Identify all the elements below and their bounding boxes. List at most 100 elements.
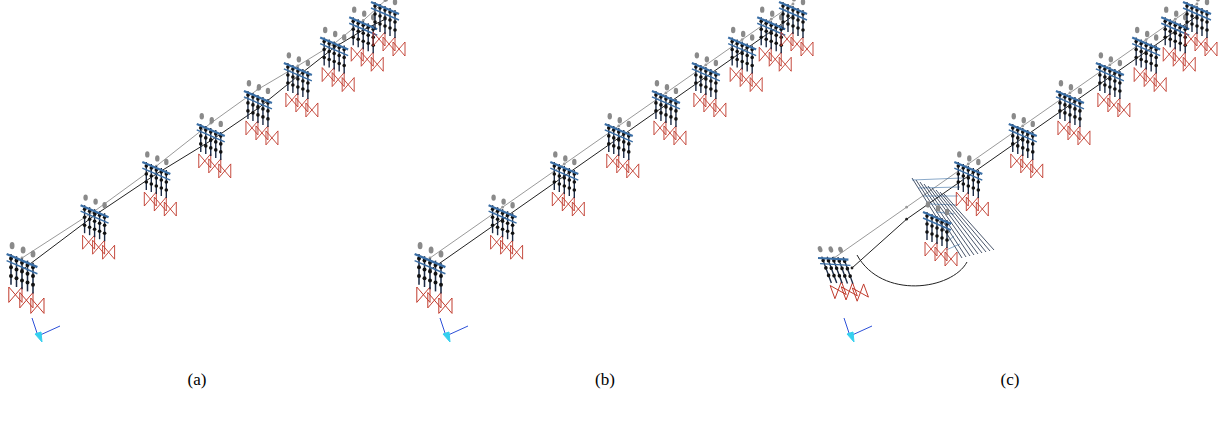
bearing [731, 27, 735, 33]
foundation-frame [393, 42, 405, 56]
model-node [256, 105, 260, 109]
cap-beam [1009, 130, 1037, 142]
deck-node [905, 206, 908, 209]
model-node [20, 270, 24, 274]
model-node [1178, 33, 1182, 37]
model-node [1200, 18, 1204, 22]
model-node [155, 176, 159, 180]
model-node [251, 111, 255, 115]
model-node [750, 64, 754, 68]
pier-model [142, 151, 176, 216]
model-node [361, 31, 365, 35]
model-node [694, 73, 698, 77]
cap-beam [605, 130, 633, 142]
model-node [366, 33, 370, 37]
model-node [296, 77, 300, 81]
pier-column [827, 257, 837, 283]
bearing [792, 0, 796, 2]
model-node [160, 186, 164, 190]
model-node [750, 56, 754, 60]
model-node [332, 52, 336, 56]
model-node [735, 50, 739, 54]
deck-node [905, 218, 908, 221]
model-node [1173, 39, 1177, 43]
model-node [930, 224, 934, 228]
bearing [1205, 0, 1209, 5]
model-node [145, 180, 149, 184]
bearing [362, 10, 366, 16]
model-node [1190, 22, 1194, 26]
model-node [714, 81, 718, 85]
model-node [1149, 62, 1153, 66]
model-node [1168, 29, 1172, 33]
bearing [439, 250, 444, 257]
model-node [796, 18, 800, 22]
model-node [1195, 16, 1199, 20]
pier-model [371, 0, 405, 56]
model-node [699, 83, 703, 87]
model-node [791, 24, 795, 28]
bridge-model [814, 0, 1217, 342]
model-node [1031, 142, 1035, 146]
bearing [323, 27, 327, 33]
foundation-frame [714, 103, 726, 117]
cap-beam [244, 97, 272, 109]
deck-line [22, 1, 385, 258]
deck-node [665, 92, 668, 95]
model-node [791, 16, 795, 20]
model-node [1078, 117, 1082, 121]
model-node [342, 56, 346, 60]
model-node [322, 48, 326, 52]
model-node [764, 37, 768, 41]
deck-node [792, 3, 795, 6]
model-node [491, 223, 495, 227]
model-node [935, 226, 939, 230]
model-node [506, 221, 510, 225]
model-node [945, 230, 949, 234]
model-node [1200, 26, 1204, 30]
model-node [962, 182, 966, 186]
model-node [26, 281, 30, 285]
model-node [423, 267, 427, 271]
model-node [214, 148, 218, 152]
bearing [655, 80, 659, 86]
model-node [709, 87, 713, 91]
model-node [1073, 115, 1077, 119]
deck-node [770, 18, 773, 21]
model-node [1190, 14, 1194, 18]
model-node [1144, 52, 1148, 56]
bearing [618, 117, 622, 123]
model-node [9, 265, 13, 269]
model-node [1108, 77, 1112, 81]
model-node [925, 222, 929, 226]
model-node [322, 56, 326, 60]
cap-beam [1096, 69, 1124, 81]
cap-beam [1132, 44, 1160, 56]
bearing [976, 159, 980, 165]
cap-beam [320, 44, 348, 56]
foundation-frame [572, 202, 584, 216]
bearing [102, 202, 106, 208]
bearing [1059, 80, 1063, 86]
model-node [553, 172, 557, 176]
model-node [150, 174, 154, 178]
foundation-frame [371, 57, 383, 71]
model-node [93, 219, 97, 223]
bearing [287, 52, 291, 58]
model-node [735, 58, 739, 62]
foundation-frame [103, 245, 115, 259]
model-node [930, 232, 934, 236]
model-node [709, 79, 713, 83]
deck-node [851, 267, 854, 270]
bearing [926, 201, 930, 207]
cap-beam [550, 168, 578, 180]
model-node [332, 60, 336, 64]
axis-triad [844, 318, 872, 342]
bearing [665, 84, 669, 90]
model-node [1031, 150, 1035, 154]
bearing [1099, 52, 1103, 58]
model-node [957, 180, 961, 184]
model-node [251, 103, 255, 107]
deck-line [430, 4, 793, 258]
cap-beam [142, 168, 170, 180]
